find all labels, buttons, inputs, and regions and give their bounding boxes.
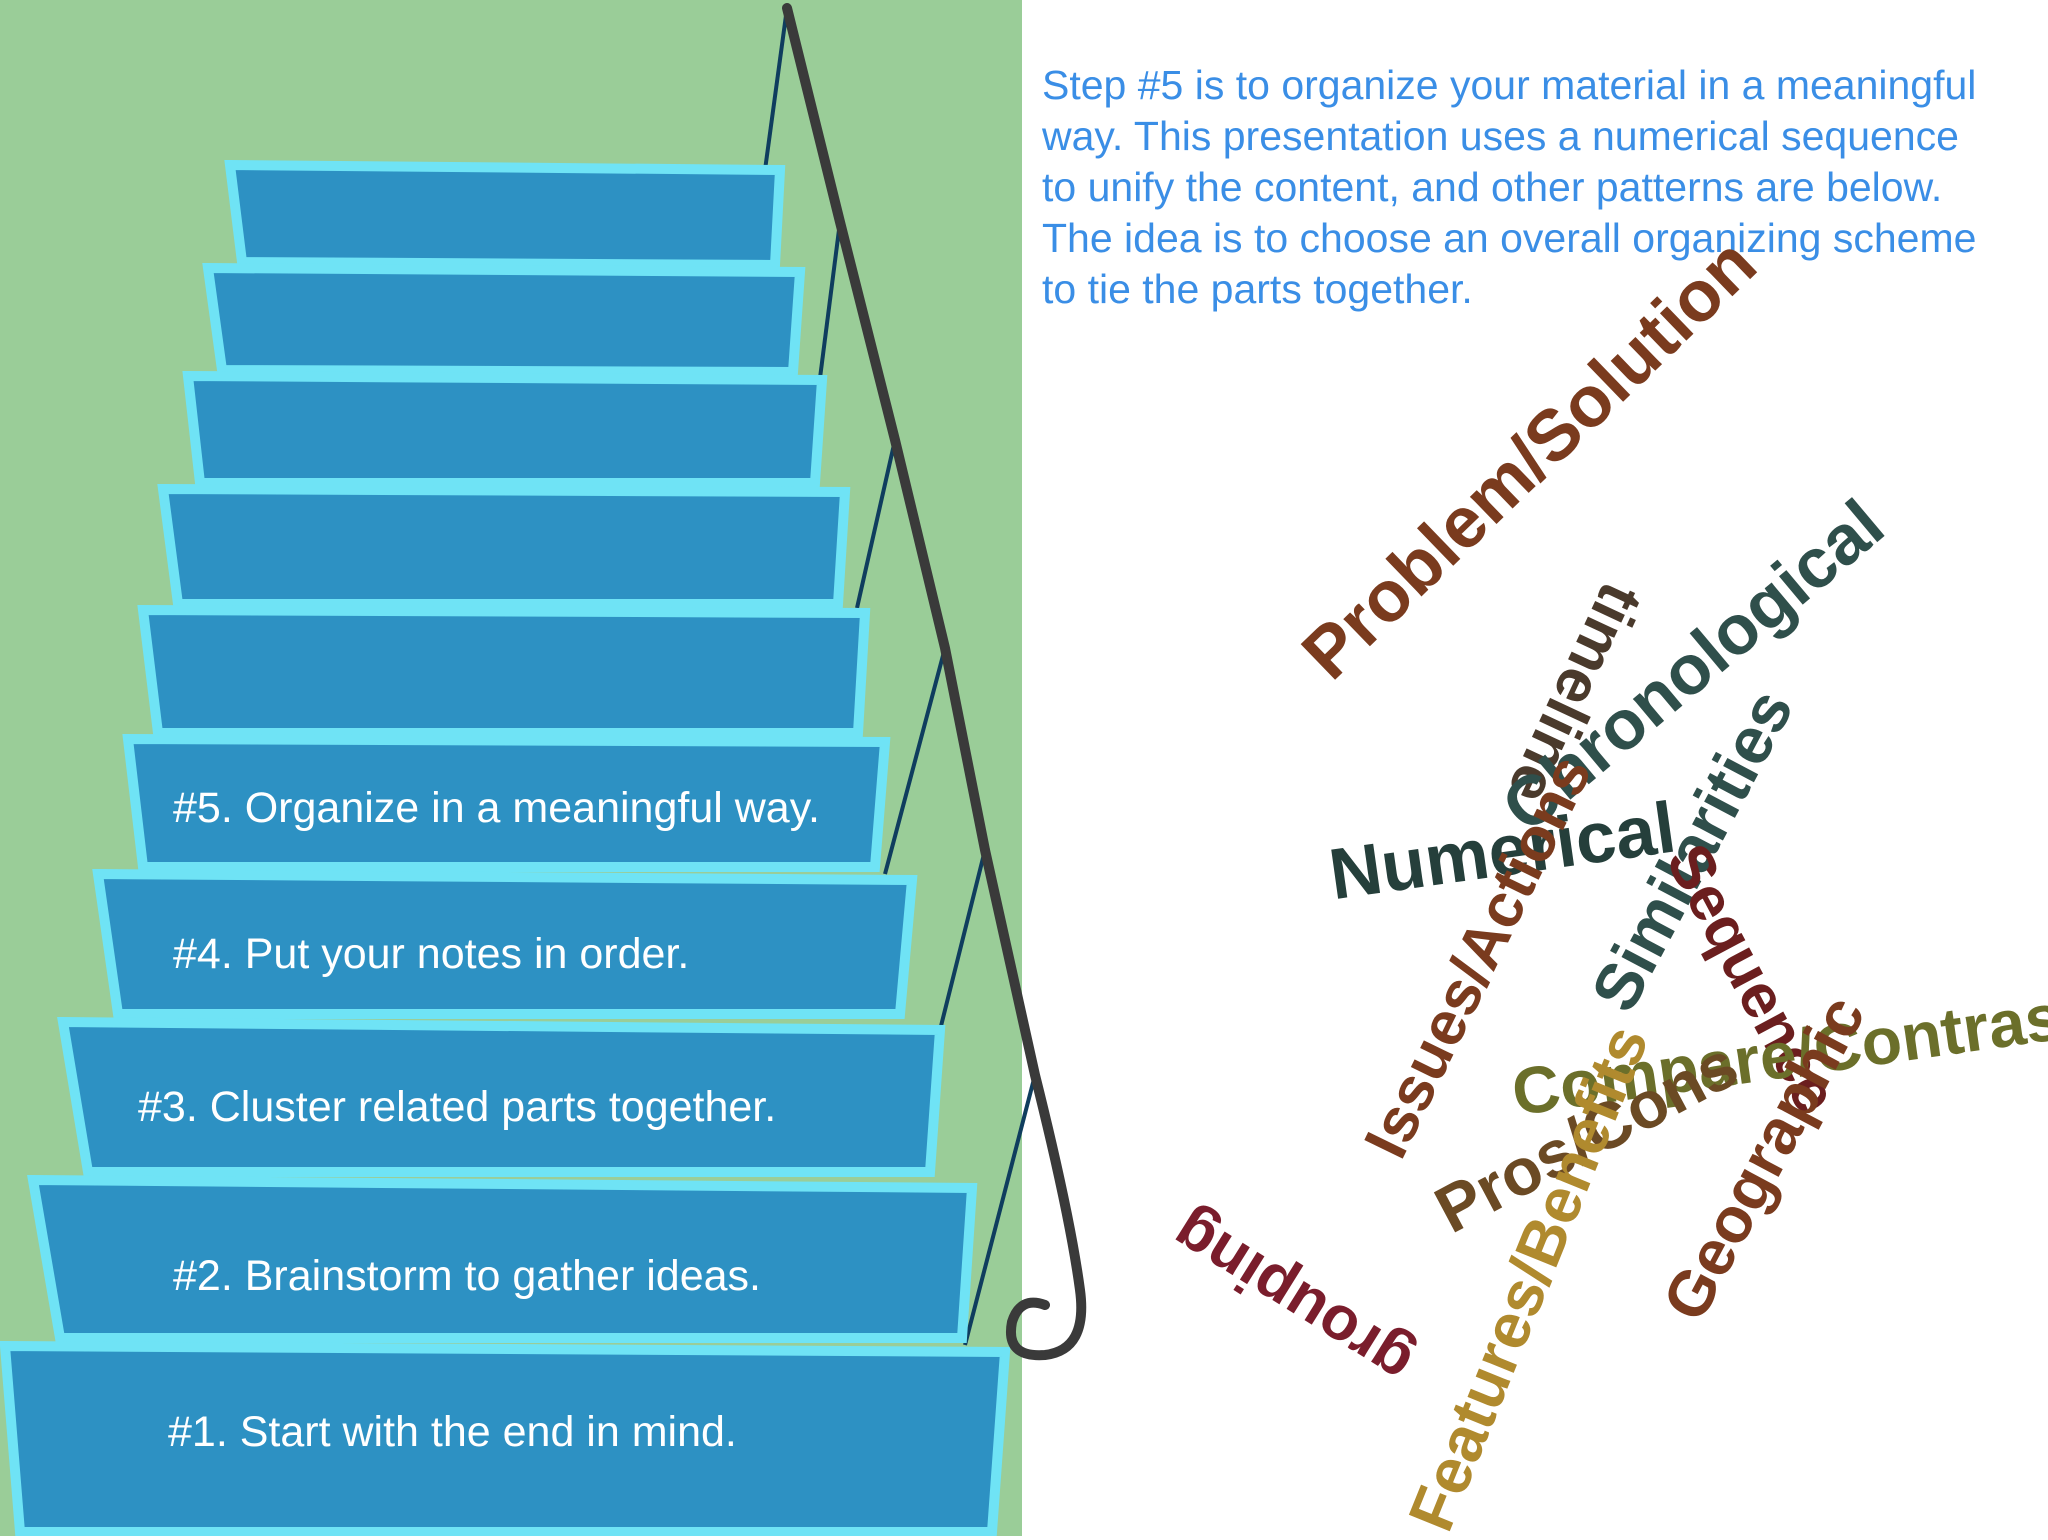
step-label-5: #5. Organize in a meaningful way. — [173, 784, 820, 832]
stair-tread-4 — [92, 868, 918, 1019]
baluster — [818, 221, 842, 379]
baluster — [855, 439, 897, 609]
stair-tread-5 — [122, 733, 891, 872]
handrail-bar — [782, 3, 1087, 1361]
stair-tread-3 — [57, 1016, 946, 1177]
stair-tread — [202, 262, 806, 378]
step-label-4: #4. Put your notes in order. — [173, 930, 690, 978]
step-label-3: #3. Cluster related parts together. — [138, 1083, 777, 1131]
handrail — [782, 3, 1087, 1361]
baluster — [883, 647, 947, 875]
baluster — [763, 7, 789, 171]
baluster — [963, 1074, 1037, 1346]
step-label-1: #1. Start with the end in mind. — [168, 1408, 737, 1456]
intro-paragraph: Step #5 is to organize your material in … — [1042, 62, 1977, 312]
stair-tread-1 — [0, 1340, 1011, 1536]
labeled-treads — [0, 733, 1011, 1536]
step-label-2: #2. Brainstorm to gather ideas. — [173, 1252, 761, 1300]
stair-tread-2 — [27, 1174, 978, 1343]
stair-tread — [137, 604, 871, 738]
balusters — [763, 7, 1037, 1346]
stair-tread — [182, 370, 828, 488]
blank-treads — [137, 159, 871, 738]
stair-tread — [157, 483, 851, 609]
stair-tread — [224, 159, 786, 271]
baluster — [938, 849, 987, 1031]
